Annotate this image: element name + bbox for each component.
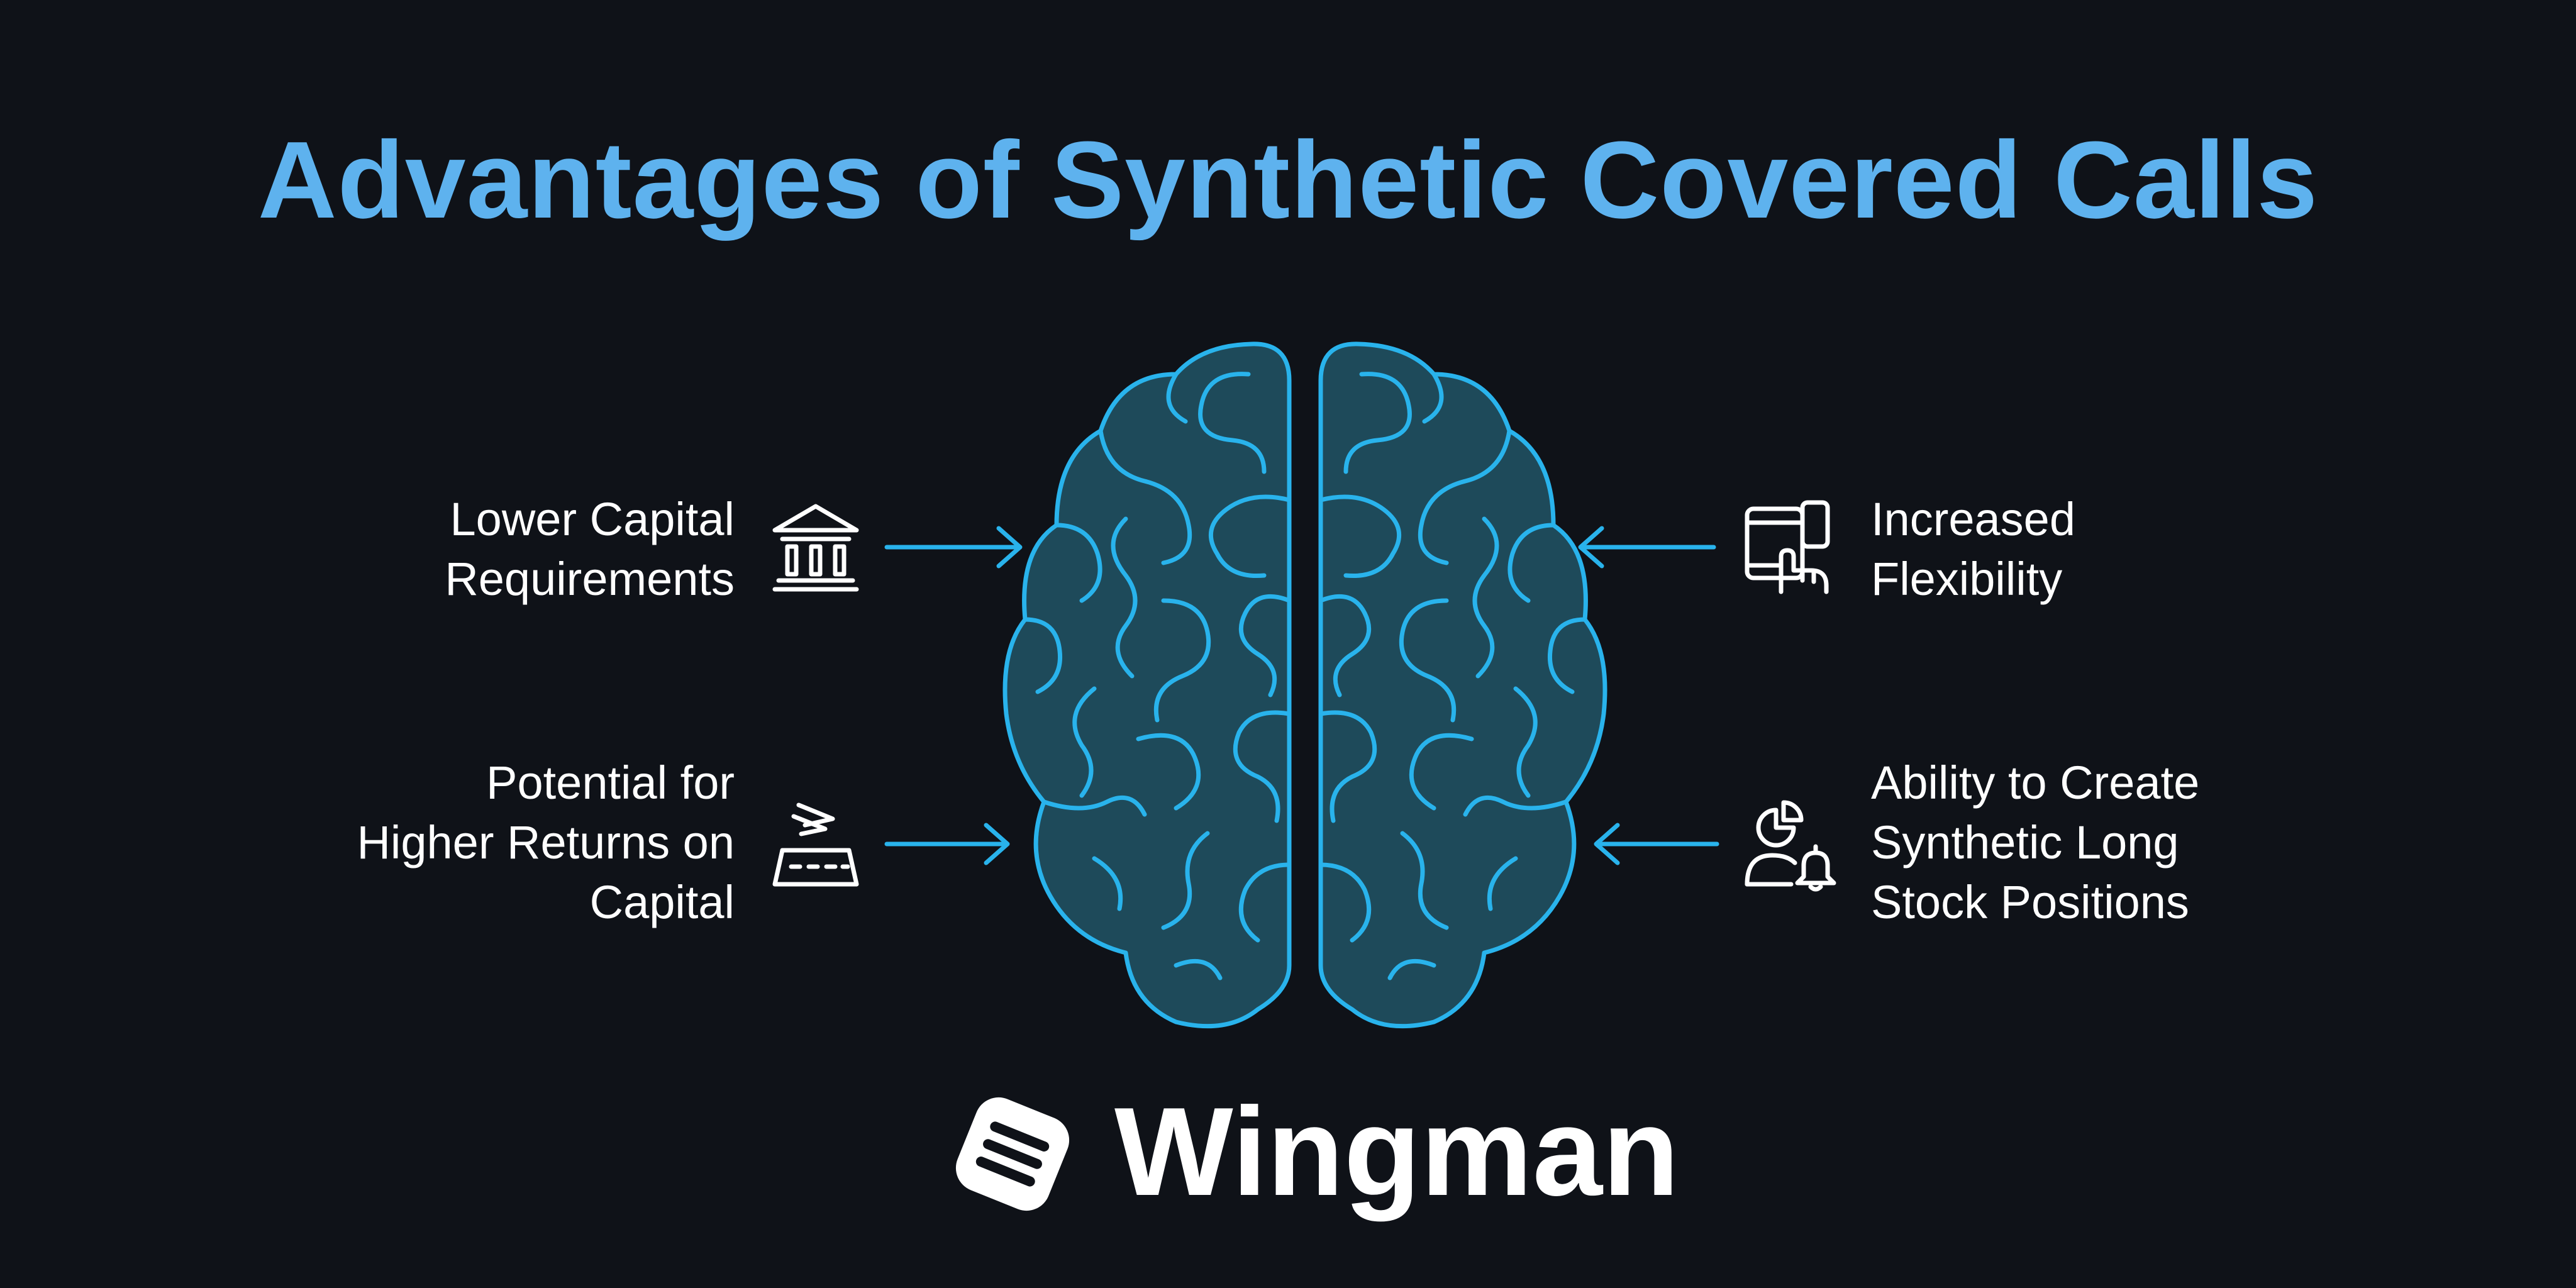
item-label-synthetic-long: Ability to Create Synthetic Long Stock P…: [1871, 757, 2200, 928]
arrow-left-icon: [1578, 526, 1716, 569]
brain-icon: [1002, 341, 1607, 1029]
brand-name: Wingman: [1114, 1082, 1680, 1222]
devices-icon: [1745, 500, 1830, 594]
item-label-higher-returns: Potential for Higher Returns on Capital: [357, 757, 735, 928]
user-chart-bell-icon: [1745, 800, 1836, 892]
bank-icon: [772, 504, 859, 592]
arrow-right-icon: [884, 823, 1010, 865]
ticket-icon: [772, 802, 859, 887]
arrow-right-icon: [884, 526, 1023, 569]
page-title: Advantages of Synthetic Covered Calls: [257, 118, 2319, 241]
item-label-lower-capital: Lower Capital Requirements: [445, 493, 735, 605]
arrow-left-icon: [1594, 823, 1719, 865]
wingman-logo-icon: [955, 1097, 1070, 1211]
item-label-increased-flexibility: Increased Flexibility: [1871, 493, 2075, 605]
